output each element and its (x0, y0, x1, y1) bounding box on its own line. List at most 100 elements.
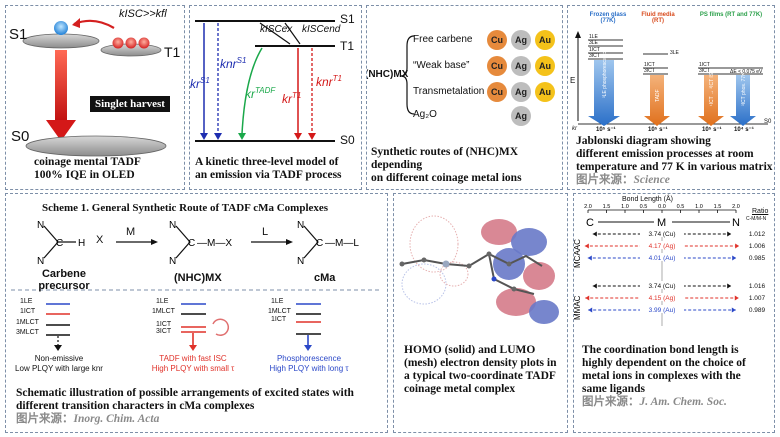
s0-label: S0 (340, 133, 355, 147)
panel1-caption: coinage mental TADF 100% IQE in OLED (34, 156, 141, 181)
bond-length-label: 3.99 (Au) (649, 307, 676, 314)
level-label: 1ICT (699, 62, 710, 68)
bond-length-label: 4.15 (Ag) (649, 295, 676, 302)
bar-arrowhead (584, 243, 589, 249)
panel4-caption: Jablonski diagram showing different emis… (576, 135, 773, 186)
svg-text:N: N (37, 220, 44, 231)
bar-arrowhead (734, 295, 739, 301)
svg-text:N: N (297, 220, 304, 231)
level-label: 3ICT (699, 68, 710, 74)
header-fluid-media: Fluid media (RT) (641, 12, 675, 24)
s1-label: S1 (340, 12, 355, 26)
ratio-value: 0.989 (749, 307, 766, 314)
state-label: 1MLCT (152, 308, 175, 315)
bar-label: ³LE phosphorescence (602, 49, 608, 98)
header-frozen-glass: Frozen glass (77K) (589, 12, 627, 24)
level-label: 1ICT (644, 62, 655, 68)
ratio-title: Ratio (752, 208, 769, 215)
kr-label: kr (572, 126, 577, 132)
state-label: 1ICT (20, 308, 36, 315)
ratio-value: 1.016 (749, 283, 766, 290)
t1-label: T1 (340, 39, 355, 53)
k-isc-end: kISCend (302, 24, 341, 35)
energy-axis-label: E (570, 76, 576, 85)
svg-text:C: C (188, 238, 195, 249)
route-free-carbene: Free carbene (413, 34, 473, 45)
kinetic-model-diagram (195, 20, 335, 142)
panel2-caption: A kinetic three-level model of an emissi… (195, 156, 342, 181)
routes-bracket (400, 35, 415, 115)
bar-arrowhead (727, 283, 732, 289)
kr-t1: krT1 (282, 91, 302, 106)
label-bg (640, 281, 684, 289)
svg-text:—M—L: —M—L (325, 238, 359, 249)
tick-label: 1.5 (603, 204, 611, 210)
knr-s1: knrS1 (220, 56, 247, 71)
singlet-harvest-badge: Singlet harvest (90, 96, 170, 112)
s1-disk (22, 33, 100, 49)
level-label: 1ICT (589, 47, 600, 53)
atom-n: N (732, 217, 740, 229)
triplet-exciton (112, 37, 124, 49)
svg-text:N: N (169, 220, 176, 231)
metal-ag: Ag (511, 56, 531, 76)
tick-label: 1.5 (714, 204, 722, 210)
atom-m: M (657, 217, 666, 229)
s0-label: S0 (764, 119, 772, 125)
level-label: 3LE (589, 40, 598, 46)
jablonski-diagram: ³LE phosphorescence TADF ¹ICT → ³ICT ISC… (575, 31, 768, 126)
scheme-structures: N N C H N N C —M—X N N C —M—L (11, 220, 382, 351)
label-bg (640, 305, 684, 313)
rate-condition: kISC>>kfl (119, 8, 167, 20)
svg-text:H: H (78, 238, 85, 249)
panel-jablonski: ³LE phosphorescence TADF ¹ICT → ³ICT ISC… (567, 5, 775, 190)
panel7-caption: The coordination bond length is highly d… (582, 344, 746, 408)
bar-label: ¹ICT → ³ICT ISC (709, 69, 715, 106)
bond-length-label: 4.01 (Au) (649, 255, 676, 262)
compound-label: (NHC)MX (366, 69, 409, 80)
tick-label: 1.0 (695, 204, 703, 210)
triplet-exciton (138, 37, 150, 49)
x-minus: X (96, 234, 104, 246)
bar-label: ³ICT phos. 77K (741, 72, 747, 106)
bar-arrowhead (732, 255, 737, 261)
svg-text:N: N (37, 256, 44, 267)
bond-length-label: 4.17 (Ag) (649, 243, 676, 250)
singlet-exciton (54, 21, 68, 35)
panel6-caption: HOMO (solid) and LUMO (mesh) electron de… (404, 344, 557, 395)
kr-tadf: krTADF (245, 86, 276, 101)
t1-label: T1 (164, 44, 181, 60)
scheme-title: Scheme 1. General Synthetic Route of TAD… (42, 202, 329, 214)
metal-cu: Cu (487, 82, 507, 102)
svg-text:N: N (297, 256, 304, 267)
ratio-sub: C-M/M-N (746, 216, 767, 222)
rate-label: 10⁵ s⁻¹ (648, 127, 668, 133)
panel-cma-route: Scheme 1. General Synthetic Route of TAD… (5, 193, 388, 433)
bar-3le-phos (588, 60, 620, 126)
bar-arrowhead (731, 307, 736, 313)
metal-ag: Ag (511, 82, 531, 102)
svg-text:C: C (316, 238, 323, 249)
bar-3ict-77k (730, 75, 756, 126)
metal-au: Au (535, 82, 555, 102)
tick-label: 2.0 (732, 204, 740, 210)
route-weak-base: “Weak base” (413, 60, 470, 71)
state-label: 3ICT (156, 328, 172, 335)
panel-homo-lumo: HOMO (solid) and LUMO (mesh) electron de… (393, 193, 568, 433)
group-label-caac: MCAAC (574, 239, 582, 268)
delta-e: ΔE < 0.075 eV (730, 69, 763, 75)
case-tadf: TADF with fast ISC High PLQY with small … (151, 354, 235, 373)
level-label: 3LE (670, 50, 679, 56)
route-transmetalation: Transmetalation (413, 86, 485, 97)
state-label: 1ICT (156, 321, 172, 328)
bar-tadf (644, 75, 670, 126)
panel-kinetic-model: S1 T1 S0 kISCex kISCend krS1 knrS1 krTAD… (189, 5, 362, 190)
route-ag2o: Ag₂O (413, 109, 437, 120)
svg-text:N: N (169, 256, 176, 267)
metal-ag: Ag (511, 106, 531, 126)
ratio-value: 0.985 (749, 255, 766, 262)
group-label-mac: MMAC (574, 295, 582, 320)
metal-au: Au (535, 30, 555, 50)
case-non-emissive: Non-emissive Low PLQY with large knr (15, 354, 103, 373)
